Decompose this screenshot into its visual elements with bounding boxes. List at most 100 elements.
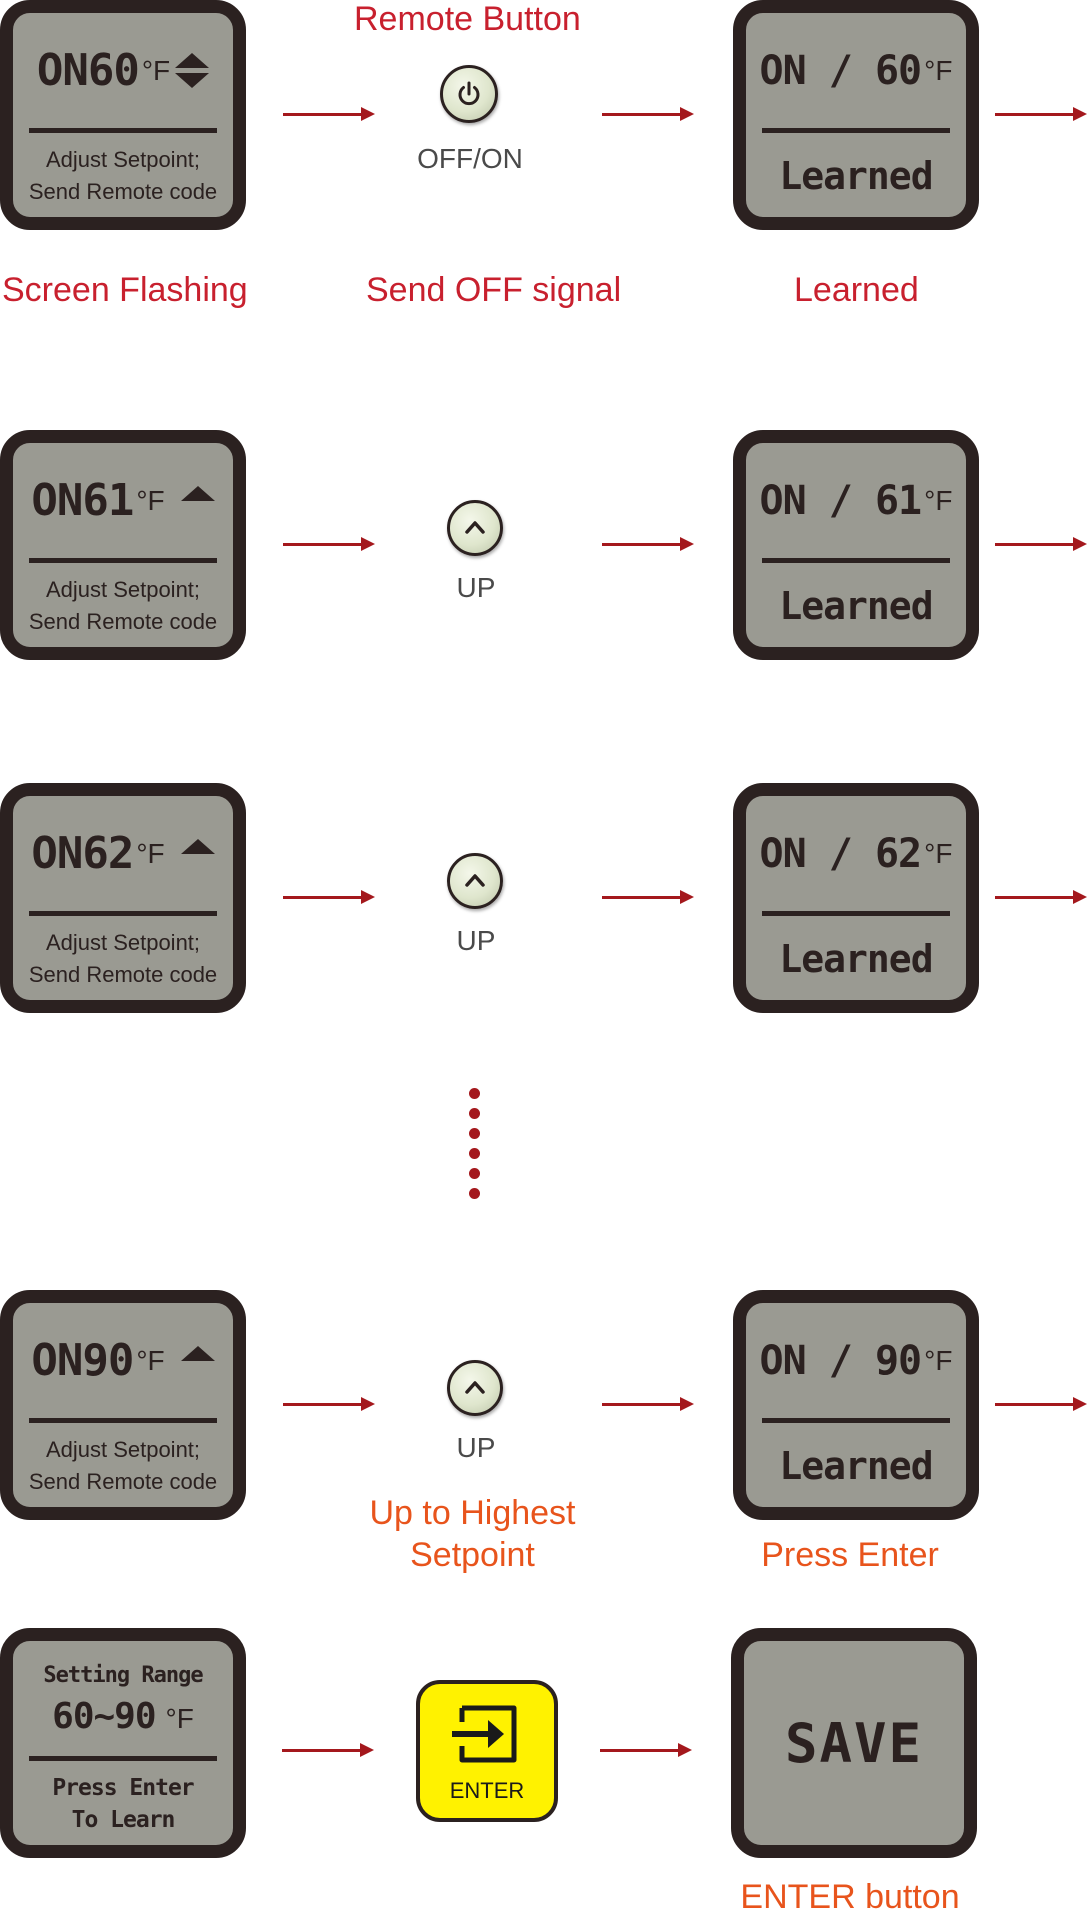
lcd-mode: ON: [31, 1335, 83, 1386]
lcd-divider: [762, 911, 950, 916]
up-button[interactable]: [447, 1360, 503, 1416]
ellipsis-dot: [469, 1088, 480, 1099]
lcd-to-learn: To Learn: [71, 1807, 176, 1833]
flow-arrow: [995, 107, 1087, 121]
lcd-mode: ON: [31, 475, 83, 526]
flow-arrow: [283, 1397, 375, 1411]
flow-arrow: [995, 890, 1087, 904]
lcd-unit: °F: [136, 837, 165, 869]
up-arrow-icon: [180, 1346, 215, 1361]
lcd-divider: [762, 558, 950, 563]
lcd-unit: °F: [136, 484, 165, 516]
lcd-status: Learned: [779, 584, 933, 628]
lcd-right-row-1: ON / 60°F Learned: [733, 0, 979, 230]
lcd-temp: 60: [87, 45, 140, 96]
lcd-divider: [29, 1756, 217, 1761]
lcd-mode: ON: [36, 45, 89, 96]
lcd-temp: 62: [82, 828, 134, 879]
caption-up-to-highest-line-2: Setpoint: [410, 1536, 535, 1574]
flow-arrow: [282, 1743, 374, 1757]
caption-screen-flashing: Screen Flashing: [2, 271, 248, 309]
lcd-unit: °F: [136, 1344, 165, 1376]
ellipsis-dot: [469, 1108, 480, 1119]
chevron-up-icon: [465, 521, 485, 534]
lcd-divider: [762, 1418, 950, 1423]
remote-button-header: Remote Button: [354, 0, 581, 38]
lcd-right-row-4: ON / 90°F Learned: [733, 1290, 979, 1520]
lcd-divider: [29, 1418, 217, 1423]
enter-icon: [452, 1705, 517, 1763]
up-button[interactable]: [447, 853, 503, 909]
lcd-press-enter: Press Enter: [52, 1775, 194, 1801]
flow-arrow: [995, 537, 1087, 551]
enter-button[interactable]: ENTER: [416, 1680, 558, 1822]
lcd-right-row-3: ON / 62°F Learned: [733, 783, 979, 1013]
flow-arrow: [600, 1743, 692, 1757]
flow-arrow: [283, 107, 375, 121]
caption-send-off-signal: Send OFF signal: [366, 271, 622, 309]
lcd-setting-range-title: Setting Range: [43, 1663, 203, 1688]
flow-arrow: [602, 107, 694, 121]
caption-up-to-highest: Up to Highest Setpoint: [330, 1492, 615, 1576]
lcd-main: ON / 62: [759, 830, 923, 877]
lcd-line-2: Send Remote code: [28, 609, 218, 634]
lcd-save-text: SAVE: [784, 1711, 924, 1775]
lcd-line-1: Adjust Setpoint;: [45, 147, 201, 172]
power-icon: [458, 81, 480, 106]
flow-arrow: [602, 890, 694, 904]
button-label: UP: [456, 1432, 496, 1463]
lcd-divider: [29, 911, 217, 916]
lcd-unit: °F: [924, 837, 953, 869]
enter-button-label: ENTER: [449, 1778, 525, 1803]
lcd-main: ON / 61: [759, 477, 923, 524]
lcd-range-value: 60~90: [52, 1696, 156, 1737]
flow-arrow: [995, 1397, 1087, 1411]
flow-arrow: [283, 890, 375, 904]
button-label: UP: [456, 572, 496, 603]
lcd-save: SAVE: [731, 1628, 977, 1858]
lcd-divider: [29, 558, 217, 563]
lcd-mode: ON: [31, 828, 83, 879]
button-label: OFF/ON: [417, 143, 523, 174]
ellipsis-dot: [469, 1188, 480, 1199]
lcd-line-2: Send Remote code: [28, 179, 218, 204]
up-arrow-icon: [180, 839, 215, 854]
up-button[interactable]: [447, 500, 503, 556]
caption-learned: Learned: [794, 271, 919, 309]
chevron-up-icon: [465, 874, 485, 887]
lcd-temp: 61: [82, 475, 134, 526]
lcd-right-row-2: ON / 61°F Learned: [733, 430, 979, 660]
lcd-line-1: Adjust Setpoint;: [45, 1437, 201, 1462]
lcd-divider: [762, 128, 950, 133]
up-arrow-icon: [180, 486, 215, 501]
lcd-main: ON / 60: [759, 47, 923, 94]
lcd-status: Learned: [779, 154, 933, 198]
power-button[interactable]: [440, 65, 498, 123]
ellipsis-dot: [469, 1128, 480, 1139]
ellipsis-dot: [469, 1148, 480, 1159]
caption-up-to-highest-line-1: Up to Highest: [369, 1494, 576, 1532]
caption-press-enter: Press Enter: [761, 1536, 939, 1574]
lcd-divider: [29, 128, 217, 133]
lcd-line-2: Send Remote code: [28, 1469, 218, 1494]
lcd-temp: 90: [82, 1335, 134, 1386]
lcd-status: Learned: [779, 937, 933, 981]
caption-enter-button: ENTER button: [740, 1878, 960, 1916]
lcd-unit: °F: [924, 1344, 953, 1376]
lcd-unit: °F: [924, 484, 953, 516]
lcd-line-2: Send Remote code: [28, 962, 218, 987]
lcd-unit: °F: [141, 54, 171, 86]
up-down-arrows-icon: [175, 53, 210, 88]
lcd-setting-range: Setting Range 60~90 °F Press Enter To Le…: [0, 1628, 246, 1858]
lcd-unit: °F: [924, 54, 953, 86]
lcd-unit: °F: [165, 1703, 194, 1734]
flow-arrow: [602, 537, 694, 551]
chevron-up-icon: [465, 1381, 485, 1394]
lcd-status: Learned: [779, 1444, 933, 1488]
lcd-line-1: Adjust Setpoint;: [45, 577, 201, 602]
ellipsis-dot: [469, 1168, 480, 1179]
flow-arrow: [283, 537, 375, 551]
